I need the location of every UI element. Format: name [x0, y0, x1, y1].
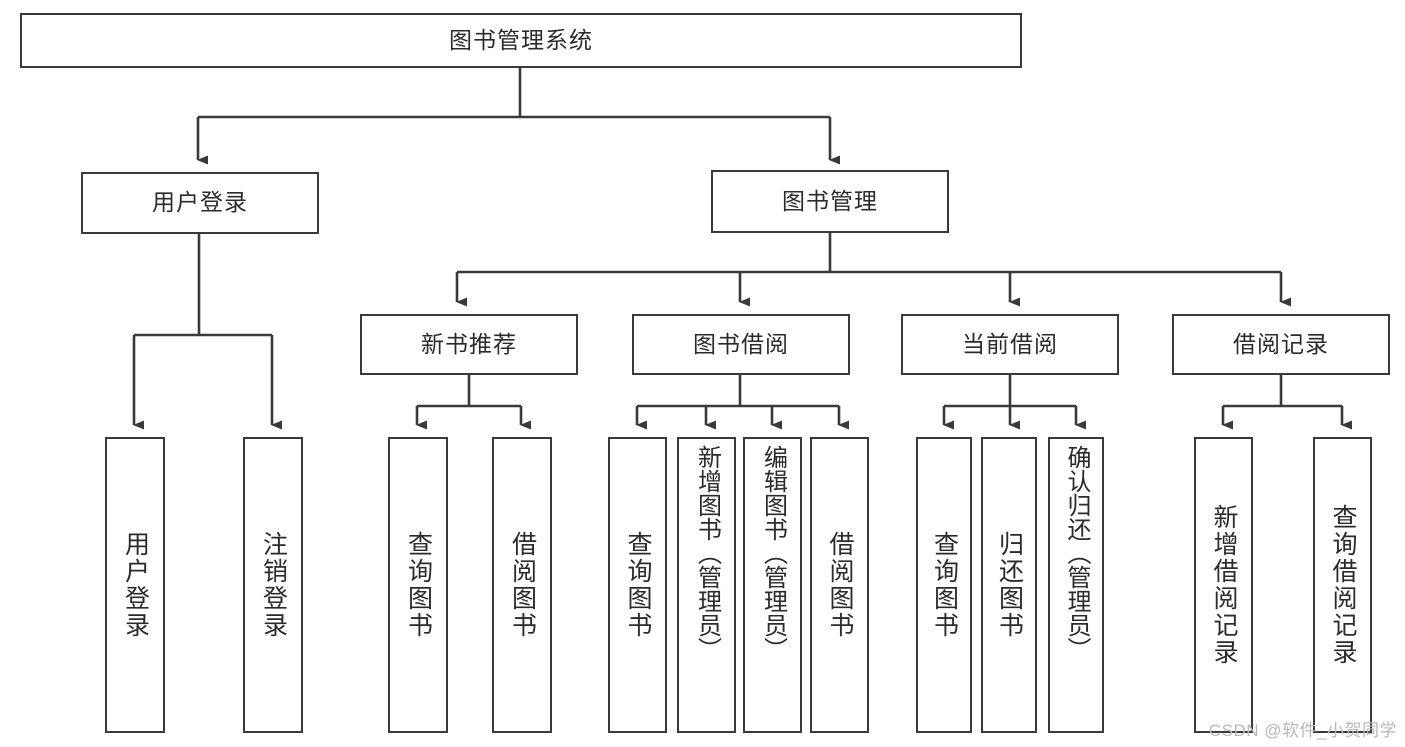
node-leaf-query-book-2-label: 查询图书: [624, 531, 652, 639]
node-leaf-return-book[interactable]: 归还图书: [981, 437, 1037, 733]
node-leaf-borrow-book-2-label: 借阅图书: [826, 531, 854, 639]
node-leaf-query-book-2[interactable]: 查询图书: [608, 437, 667, 733]
node-root[interactable]: 图书管理系统: [20, 13, 1022, 68]
node-leaf-query-book-3[interactable]: 查询图书: [916, 437, 972, 733]
node-leaf-return-book-label: 归还图书: [995, 531, 1024, 639]
node-leaf-edit-book-label: 编辑图书（管理员）: [759, 445, 787, 661]
node-leaf-user-login[interactable]: 用户登录: [105, 437, 165, 733]
node-leaf-query-book-3-label: 查询图书: [930, 531, 959, 639]
node-current-borrow[interactable]: 当前借阅: [901, 314, 1119, 375]
node-leaf-query-record-label: 查询借阅记录: [1329, 504, 1357, 666]
node-leaf-logout-login-label: 注销登录: [259, 531, 288, 639]
node-borrow-record[interactable]: 借阅记录: [1172, 314, 1390, 375]
node-leaf-query-record[interactable]: 查询借阅记录: [1313, 437, 1372, 733]
node-leaf-add-book[interactable]: 新增图书（管理员）: [677, 437, 736, 733]
node-current-borrow-label: 当前借阅: [962, 330, 1058, 357]
node-root-label: 图书管理系统: [449, 26, 593, 53]
node-book-manage[interactable]: 图书管理: [711, 170, 949, 233]
csdn-watermark: CSDN @软件_小贺同学: [1208, 721, 1397, 740]
node-book-borrow[interactable]: 图书借阅: [632, 314, 850, 375]
node-leaf-logout-login[interactable]: 注销登录: [243, 437, 303, 733]
node-user-login[interactable]: 用户登录: [81, 172, 319, 234]
node-leaf-query-book-1-label: 查询图书: [404, 531, 433, 639]
node-leaf-confirm-return[interactable]: 确认归还（管理员）: [1048, 437, 1104, 733]
node-leaf-borrow-book-2[interactable]: 借阅图书: [810, 437, 869, 733]
node-leaf-borrow-book-1-label: 借阅图书: [508, 531, 537, 639]
node-leaf-edit-book[interactable]: 编辑图书（管理员）: [743, 437, 802, 733]
node-leaf-add-record[interactable]: 新增借阅记录: [1194, 437, 1253, 733]
node-book-borrow-label: 图书借阅: [693, 330, 789, 357]
node-new-book-recommend-label: 新书推荐: [421, 330, 517, 357]
node-leaf-add-record-label: 新增借阅记录: [1210, 504, 1238, 666]
node-leaf-confirm-return-label: 确认归还（管理员）: [1063, 445, 1090, 661]
node-new-book-recommend[interactable]: 新书推荐: [360, 314, 578, 375]
node-book-manage-label: 图书管理: [782, 187, 878, 214]
node-leaf-add-book-label: 新增图书（管理员）: [693, 445, 721, 661]
node-user-login-label: 用户登录: [152, 189, 248, 216]
node-leaf-user-login-label: 用户登录: [121, 531, 150, 639]
node-leaf-borrow-book-1[interactable]: 借阅图书: [492, 437, 552, 733]
node-leaf-query-book-1[interactable]: 查询图书: [388, 437, 448, 733]
node-borrow-record-label: 借阅记录: [1233, 330, 1329, 357]
